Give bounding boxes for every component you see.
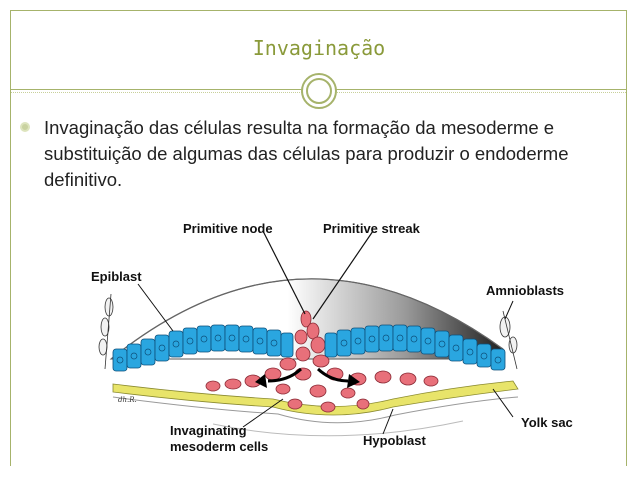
slide-title: Invaginação: [252, 36, 386, 60]
primitive-node-pointer: [262, 230, 306, 315]
epiblast-nuclei: [116, 334, 502, 364]
hypoblast-pointer: [382, 408, 394, 435]
yolk-sac-pointer: [492, 388, 514, 418]
label-amnioblasts: Amnioblasts: [486, 283, 564, 298]
amnioblasts-left: [98, 293, 114, 370]
arrow-left-head: [255, 374, 267, 388]
amnion-arc: [110, 278, 504, 360]
yolk-sac-outer: [112, 396, 519, 424]
hypoblast-band: [112, 380, 519, 416]
mesoderm-cells: [205, 310, 439, 413]
label-hypoblast: Hypoblast: [363, 433, 427, 448]
yolk-sac-lower: [212, 420, 464, 437]
bullet-dot-icon: [20, 122, 30, 132]
invaginating-pointer: [242, 398, 284, 428]
label-primitive-node: Primitive node: [183, 221, 273, 236]
arrow-right-head: [347, 374, 360, 388]
gastrulation-diagram: Primitive node Primitive streak Epiblast…: [73, 209, 597, 465]
arrow-left: [267, 367, 303, 383]
artist-signature: dh.R.: [118, 396, 137, 404]
amnioblasts-right: [499, 310, 518, 370]
epiblast-pointer: [137, 283, 174, 332]
slide-bottom-border: [10, 466, 628, 479]
epiblast-right: [324, 324, 506, 371]
label-yolk-sac: Yolk sac: [521, 415, 573, 430]
diagram-svg: Primitive node Primitive streak Epiblast…: [91, 221, 573, 454]
title-ornament-inner-circle: [306, 78, 332, 104]
label-primitive-streak: Primitive streak: [323, 221, 421, 236]
label-invaginating-line1: Invaginating: [170, 423, 247, 438]
primitive-streak-pointer: [312, 230, 374, 320]
label-invaginating-line2: mesoderm cells: [170, 439, 268, 454]
label-epiblast: Epiblast: [91, 269, 142, 284]
amnioblasts-pointer: [504, 300, 514, 320]
epiblast-left: [112, 324, 294, 372]
bullet-text: Invaginação das células resulta na forma…: [44, 117, 569, 190]
arrow-right: [316, 367, 349, 383]
